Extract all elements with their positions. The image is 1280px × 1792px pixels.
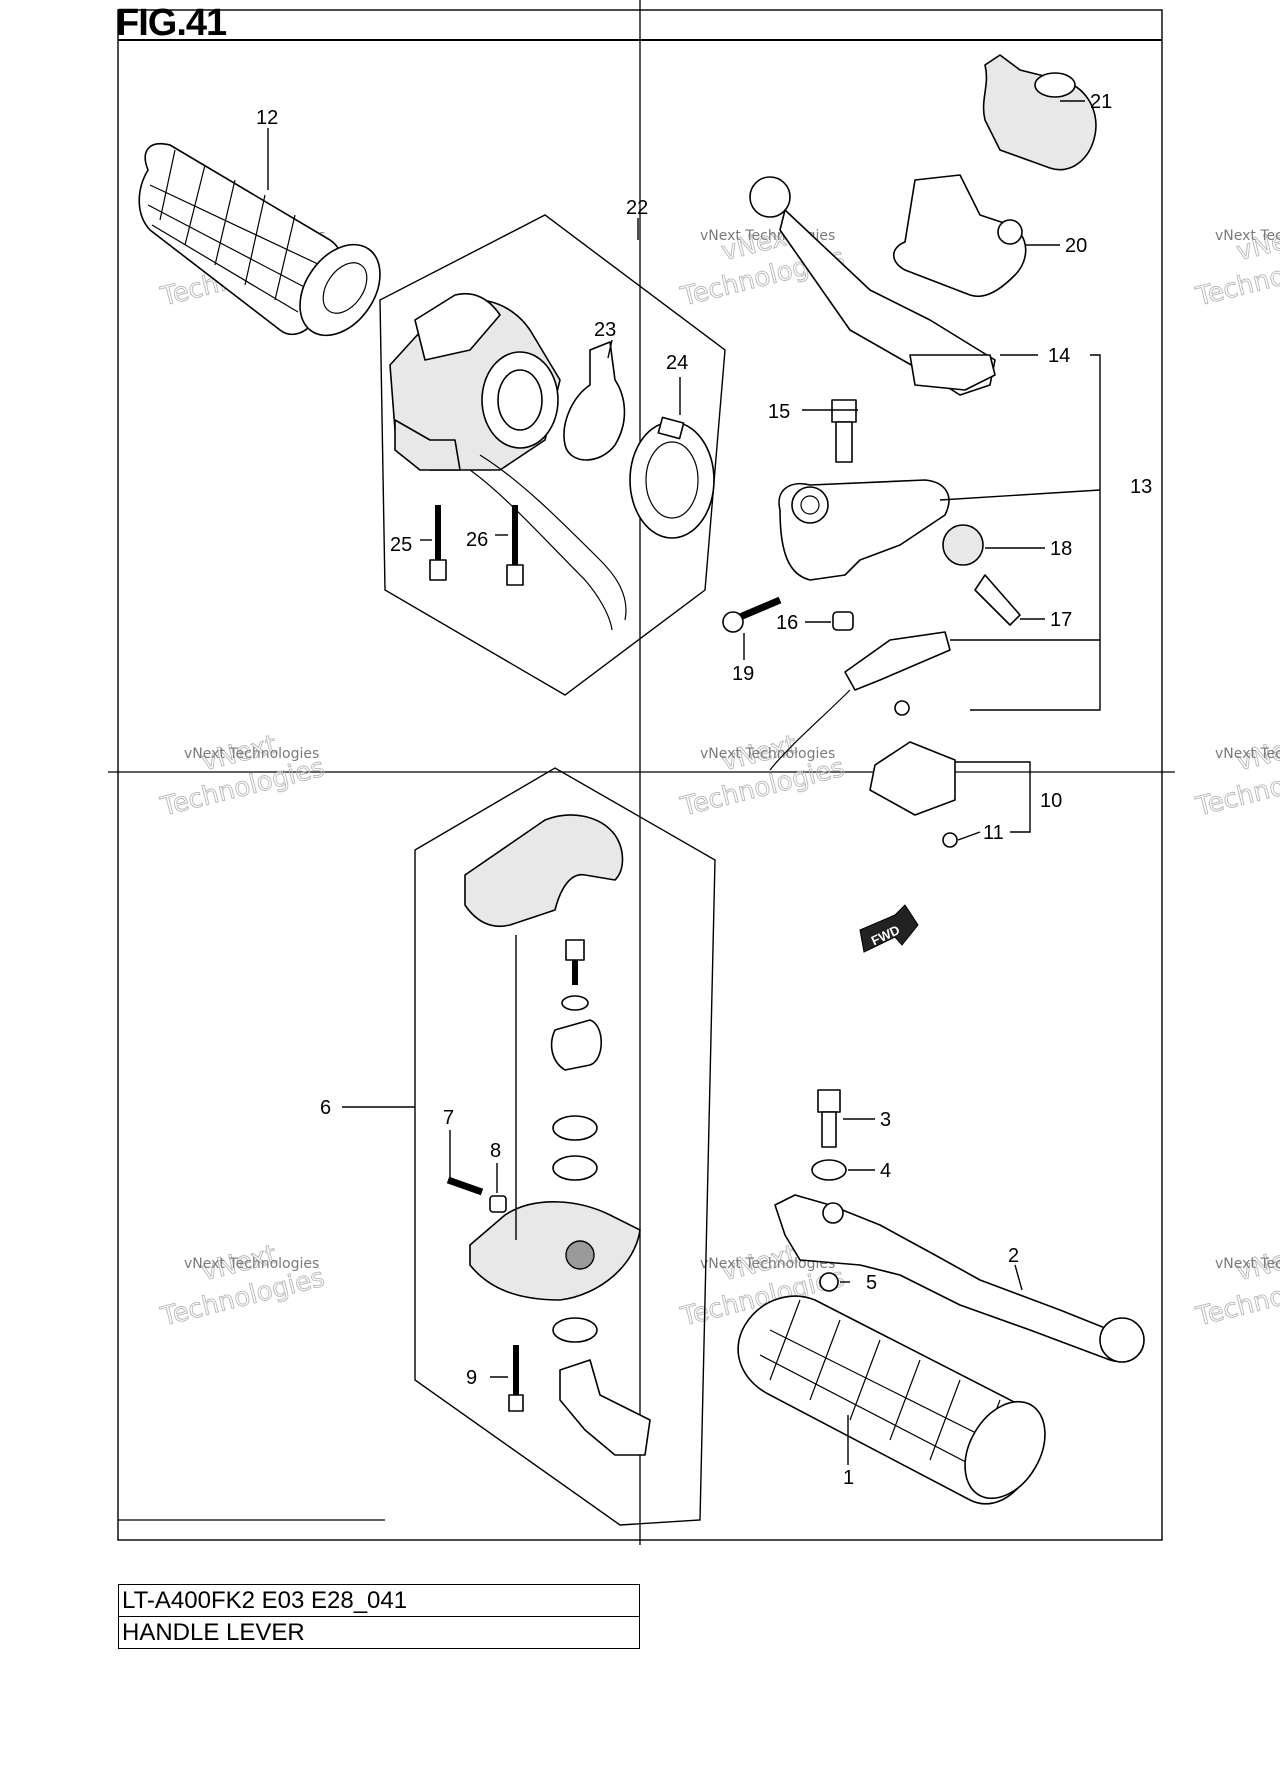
callout-19: 19 xyxy=(732,663,754,685)
part-15-bolt xyxy=(831,399,857,463)
part-19-bolt xyxy=(722,596,782,633)
part-14-lever xyxy=(749,176,996,396)
callout-14: 14 xyxy=(1048,345,1070,367)
callout-17: 17 xyxy=(1050,609,1072,631)
part-21-boot xyxy=(982,54,1097,171)
part-24-ring xyxy=(629,421,715,539)
callout-5: 5 xyxy=(866,1272,877,1294)
part-switch-plate xyxy=(769,631,951,771)
callout-10: 10 xyxy=(1040,790,1062,812)
callout-26: 26 xyxy=(466,529,488,551)
fwd-arrow: FWD xyxy=(859,904,919,953)
callout-6: 6 xyxy=(320,1097,331,1119)
part-22-switch-assembly xyxy=(379,214,726,696)
part-11-screw xyxy=(942,832,958,848)
callout-9: 9 xyxy=(466,1367,477,1389)
part-6-throttle-case xyxy=(414,767,716,1526)
callout-11: 11 xyxy=(983,822,1004,844)
callout-23: 23 xyxy=(594,319,616,341)
part-4-collar xyxy=(811,1159,847,1181)
part-8-nut xyxy=(489,1195,507,1213)
svg-text:vNext Technologies: vNext Technologies xyxy=(1215,746,1280,762)
svg-text:vNext Technologies: vNext Technologies xyxy=(1215,228,1280,244)
part-26-screw xyxy=(506,505,524,586)
part-16-nut xyxy=(832,611,854,631)
leader-lines xyxy=(267,100,1101,1465)
part-17-screw xyxy=(974,574,1021,626)
callout-20: 20 xyxy=(1065,235,1087,257)
callout-numbers: 12 22 23 24 25 26 21 20 14 13 15 18 17 1… xyxy=(256,91,1152,1489)
callout-1: 1 xyxy=(843,1467,854,1489)
figure-info-table: LT-A400FK2 E03 E28_041 HANDLE LEVER xyxy=(118,1584,640,1649)
callout-8: 8 xyxy=(490,1140,501,1162)
callout-13: 13 xyxy=(1130,476,1152,498)
callout-7: 7 xyxy=(443,1107,454,1129)
figure-title: FIG.41 xyxy=(116,2,227,44)
callout-22: 22 xyxy=(626,197,648,219)
part-5-nut xyxy=(819,1272,839,1292)
part-18-adjuster xyxy=(942,524,984,566)
part-2-brake-lever xyxy=(774,1194,1145,1363)
callout-24: 24 xyxy=(666,352,688,374)
part-3-bolt xyxy=(817,1089,841,1148)
part-12-left-grip xyxy=(138,143,381,337)
part-7-bolt xyxy=(446,1176,484,1196)
callout-16: 16 xyxy=(776,612,798,634)
svg-text:vNext Technologies: vNext Technologies xyxy=(184,746,319,762)
part-10-switch xyxy=(869,741,956,816)
callout-18: 18 xyxy=(1050,538,1072,560)
svg-text:vNext Technologies: vNext Technologies xyxy=(1215,1256,1280,1272)
part-23-adapter xyxy=(563,341,626,461)
callout-15: 15 xyxy=(768,401,790,423)
part-13-lever-holder xyxy=(778,479,950,581)
part-9-screw xyxy=(508,1345,524,1412)
svg-text:vNext Technologies: vNext Technologies xyxy=(184,1256,319,1272)
part-25-screw xyxy=(429,505,447,581)
callout-12: 12 xyxy=(256,107,278,129)
callout-4: 4 xyxy=(880,1160,891,1182)
callout-3: 3 xyxy=(880,1109,891,1131)
diagram-frame xyxy=(108,0,1175,1545)
svg-text:vNext Technologies: vNext Technologies xyxy=(700,746,835,762)
assembly-name: HANDLE LEVER xyxy=(118,1616,640,1649)
callout-2: 2 xyxy=(1008,1245,1019,1267)
part-20-bracket xyxy=(892,174,1027,297)
callout-25: 25 xyxy=(390,534,412,556)
callout-21: 21 xyxy=(1090,91,1112,113)
model-code: LT-A400FK2 E03 E28_041 xyxy=(118,1584,640,1617)
watermarks: vNext Technologies vNext Technologies vN… xyxy=(157,219,1280,1333)
part-1-right-grip xyxy=(737,1295,1046,1505)
